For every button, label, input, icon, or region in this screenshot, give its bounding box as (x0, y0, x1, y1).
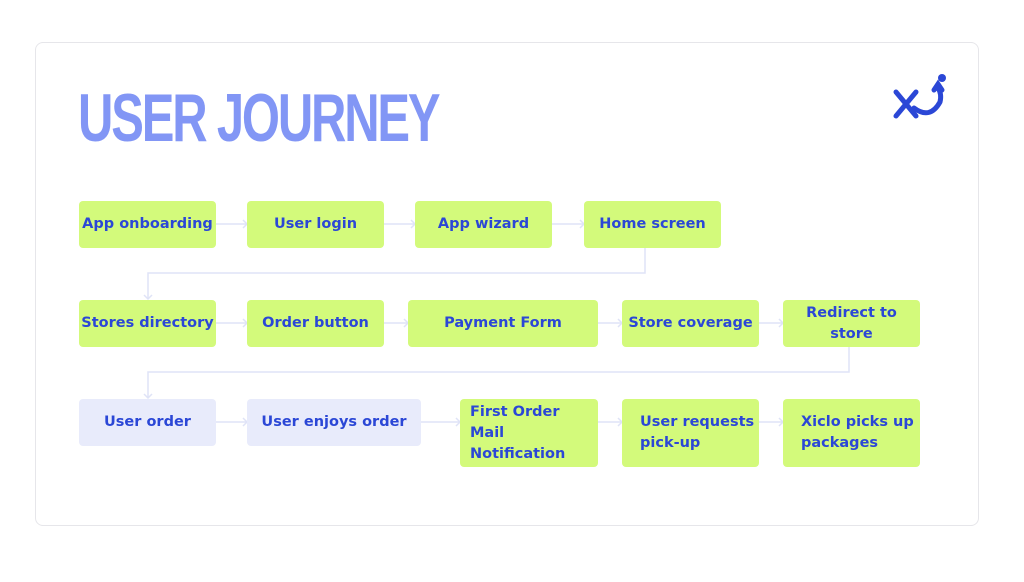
step-user-enjoys-order: User enjoys order (247, 399, 421, 446)
step-user-requests-pickup: User requests pick-up (622, 399, 759, 467)
page-title: USER JOURNEY (78, 80, 441, 156)
step-label: Stores directory (81, 315, 214, 331)
step-label: First Order Mail Notification (470, 403, 566, 462)
step-store-coverage: Store coverage (622, 300, 759, 347)
step-user-order: User order (79, 399, 216, 446)
step-redirect-to-store: Redirect to store (783, 300, 920, 347)
step-xiclo-picks-up-packages: Xiclo picks up packages (783, 399, 920, 467)
step-label: User requests pick-up (640, 414, 755, 451)
step-label: Xiclo picks up packages (801, 414, 914, 451)
step-label: Order button (262, 315, 369, 331)
step-payment-form: Payment Form (408, 300, 598, 347)
step-label: User login (273, 216, 358, 232)
step-label: Store coverage (628, 315, 753, 331)
step-user-login: User login (247, 201, 384, 248)
step-first-order-mail-notification: First Order Mail Notification (460, 399, 598, 467)
step-order-button: Order button (247, 300, 384, 347)
step-app-wizard: App wizard (415, 201, 552, 248)
step-label: Redirect to store (806, 304, 897, 342)
step-label: Home screen (599, 216, 706, 232)
step-app-onboarding: App onboarding (79, 201, 216, 248)
step-label: Payment Form (444, 315, 562, 331)
step-label: User enjoys order (261, 414, 407, 430)
step-label: User order (104, 414, 191, 430)
step-label: App wizard (437, 216, 530, 232)
step-home-screen: Home screen (584, 201, 721, 248)
step-stores-directory: Stores directory (79, 300, 216, 347)
step-label: App onboarding (82, 216, 213, 232)
xiclo-logo-icon (893, 74, 946, 119)
